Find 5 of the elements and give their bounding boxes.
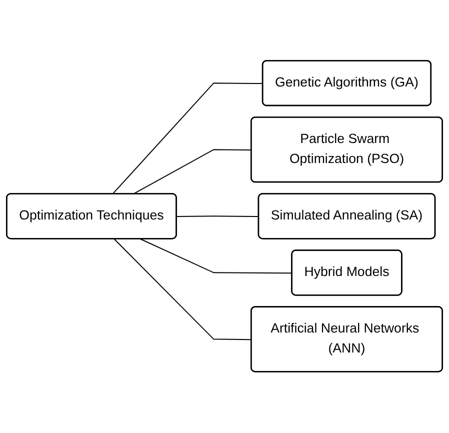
connector	[176, 216, 260, 218]
connector	[132, 149, 252, 195]
connector	[112, 82, 264, 195]
connector	[114, 238, 252, 340]
connector	[140, 238, 293, 274]
